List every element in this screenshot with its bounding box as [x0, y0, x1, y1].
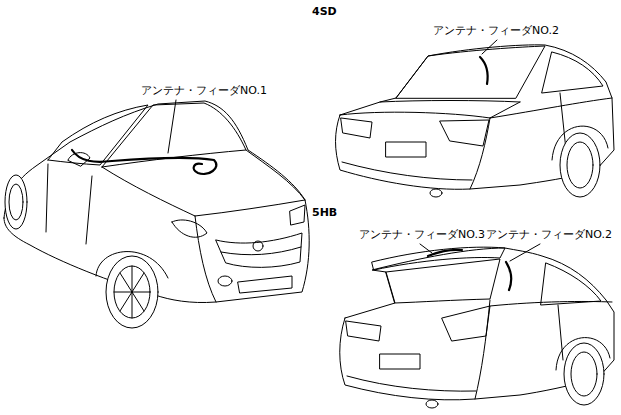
car-body [4, 101, 309, 303]
rear-window [386, 259, 500, 303]
rear-face [475, 300, 490, 399]
tail-light [346, 321, 381, 341]
side-window [541, 263, 601, 305]
rim [567, 142, 593, 188]
part-name: アンテナ・フィーダNO.2 [432, 24, 560, 37]
rear-wheel [5, 175, 27, 229]
headlight [290, 205, 305, 225]
part-name: アンテナ・フィーダNO.1 [140, 84, 268, 97]
bumper-line [342, 162, 472, 180]
bumper-line [347, 376, 476, 391]
sedan-front-view [4, 100, 309, 328]
headlight [172, 220, 207, 237]
tail-light [341, 118, 372, 138]
rear-wheel [560, 133, 600, 197]
roof-spoiler [372, 247, 505, 270]
variant-heading: 4SD [311, 5, 338, 18]
side-window [542, 52, 603, 93]
antenna-feeder [480, 57, 488, 84]
leader-line [482, 40, 497, 54]
grille-bar [221, 247, 301, 255]
rim [114, 266, 150, 318]
leader-line [420, 244, 432, 253]
part-name: アンテナ・フィーダNO.3 [358, 228, 486, 241]
side-window [48, 105, 148, 165]
antenna-feeder [428, 250, 462, 256]
grille [216, 233, 302, 267]
trunk-lid [340, 101, 520, 119]
door-line [46, 164, 92, 244]
front-face [195, 216, 216, 302]
part-name: アンテナ・フィーダNO.2 [485, 228, 613, 241]
antenna-feeder [506, 262, 511, 290]
license-plate [380, 354, 420, 369]
tail-light [440, 120, 489, 146]
leader-line [168, 100, 176, 153]
fog-light [218, 276, 232, 286]
antenna-feeder [72, 150, 216, 174]
variant-heading: 5HB [311, 206, 338, 219]
spokes [114, 266, 150, 318]
front-wheel [106, 256, 158, 328]
rear-window [396, 46, 545, 98]
leader-line [510, 244, 540, 261]
exhaust-pipe [426, 400, 438, 408]
license-plate [386, 142, 426, 157]
tail-light [442, 306, 490, 341]
exhaust-pipe [430, 189, 442, 197]
hatchback-rear-view [340, 244, 614, 408]
rim [571, 352, 597, 396]
rear-wheel [564, 343, 604, 405]
emblem [253, 241, 263, 251]
sedan-rear-view [336, 40, 615, 197]
rim [9, 184, 23, 220]
lower-intake [238, 276, 292, 293]
